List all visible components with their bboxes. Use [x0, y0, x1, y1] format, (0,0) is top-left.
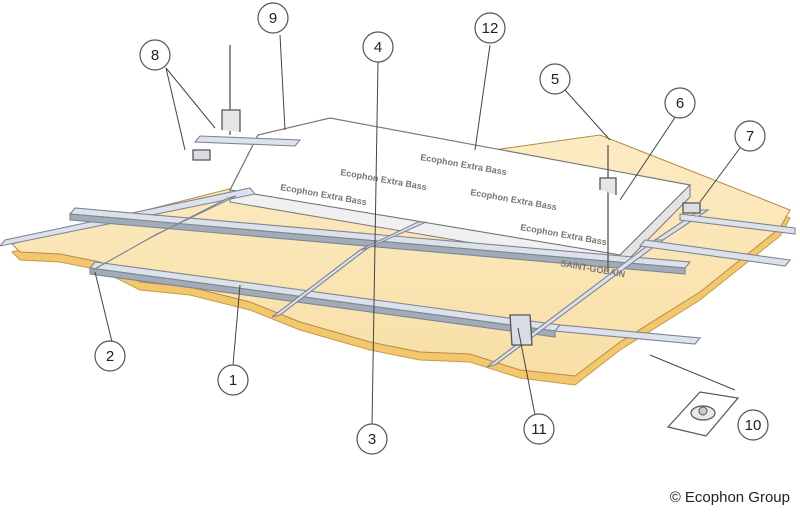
callout-label-7: 7 [746, 128, 754, 145]
callout-1: 1 [217, 364, 249, 396]
leader-lines [94, 34, 741, 426]
callout-6: 6 [664, 87, 696, 119]
callout-label-5: 5 [551, 71, 559, 88]
callout-label-8: 8 [151, 47, 159, 64]
callout-label-12: 12 [482, 20, 499, 37]
callout-9: 9 [257, 2, 289, 34]
callout-label-9: 9 [269, 10, 277, 27]
callout-4: 4 [362, 31, 394, 63]
callout-11: 11 [523, 413, 555, 445]
callout-5: 5 [539, 63, 571, 95]
callout-3: 3 [356, 423, 388, 455]
grid-profiles [0, 135, 796, 368]
callout-label-11: 11 [531, 421, 547, 438]
callout-8: 8 [139, 39, 171, 71]
callout-label-6: 6 [676, 95, 684, 112]
callout-7: 7 [734, 120, 766, 152]
hangers [192, 45, 701, 346]
callout-2: 2 [94, 340, 126, 372]
callout-label-3: 3 [368, 431, 376, 448]
callout-label-10: 10 [745, 417, 762, 434]
callout-label-1: 1 [229, 372, 237, 389]
callout-label-2: 2 [106, 348, 114, 365]
copyright-notice: © Ecophon Group [669, 489, 790, 506]
fixing-clip [666, 391, 740, 437]
callouts: 1 2 3 4 5 6 7 [94, 2, 769, 455]
callout-12: 12 [474, 12, 506, 44]
callout-label-4: 4 [374, 39, 382, 56]
callout-10: 10 [737, 409, 769, 441]
